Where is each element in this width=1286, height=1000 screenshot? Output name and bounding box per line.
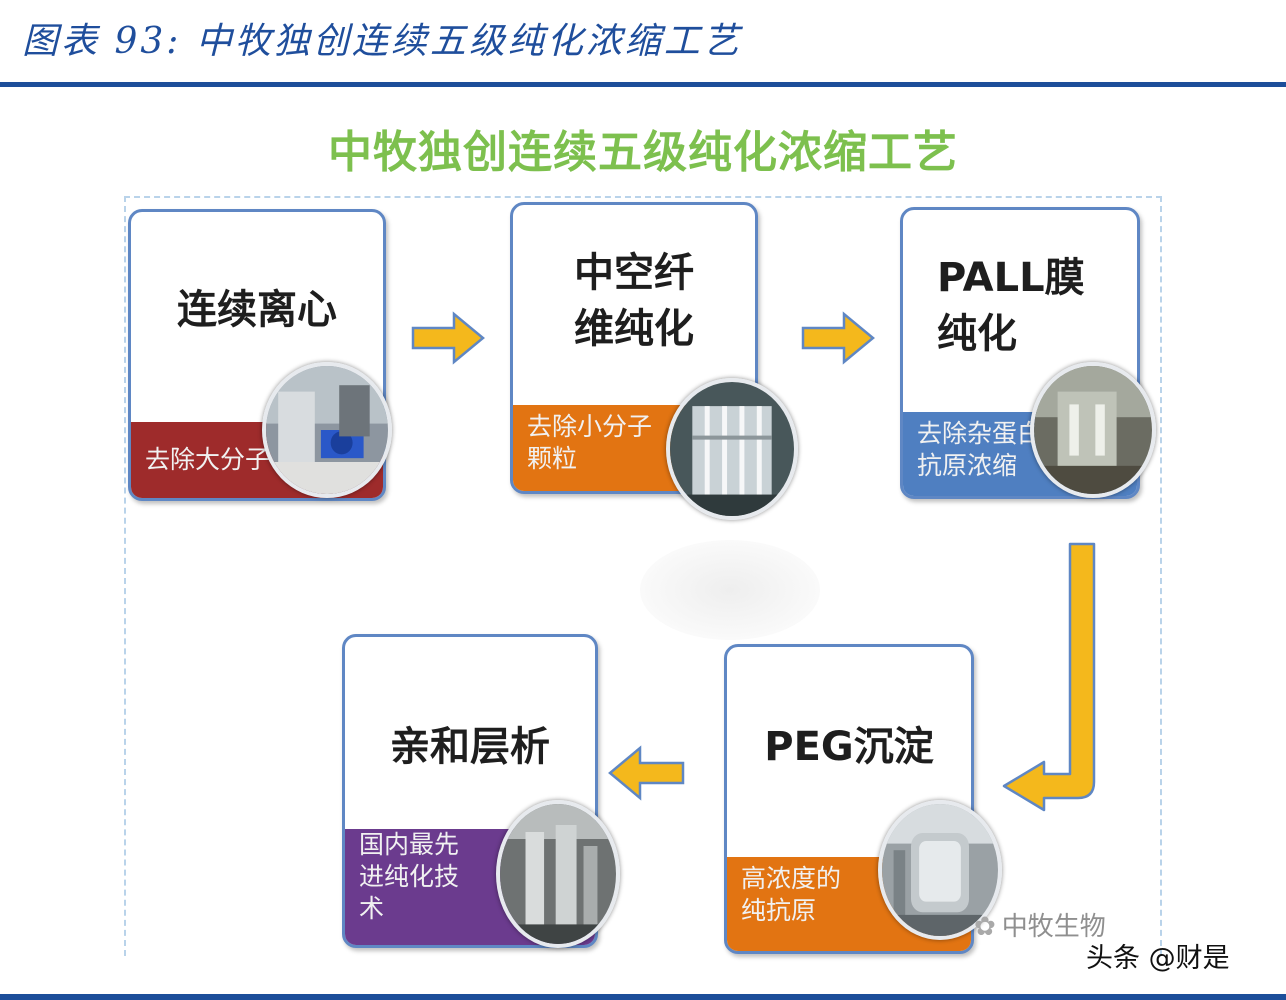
arrow-right-icon: [410, 311, 486, 365]
hollow-fiber-photo: [666, 378, 798, 520]
watermark-logo: ✿中牧生物: [974, 906, 1106, 943]
step-title: PALL膜 纯化: [937, 255, 1085, 357]
diagram-frame: [124, 196, 1162, 956]
footer-divider: [0, 994, 1286, 1000]
diagram-title: 中牧独创连续五级纯化浓缩工艺: [328, 127, 958, 178]
peg-precipitation-photo: [878, 800, 1002, 940]
arrow-down-left-icon: [998, 538, 1106, 814]
step-title: PEG沉淀: [764, 724, 934, 770]
figure-header: 图表 93: 中牧独创连续五级纯化浓缩工艺: [0, 0, 1286, 90]
centrifuge-photo: [262, 362, 392, 498]
watermark-source: 头条 @财是: [1086, 943, 1230, 974]
background-glow: [640, 540, 820, 640]
watermark-logo-text: 中牧生物: [1001, 912, 1106, 942]
pall-membrane-photo: [1030, 362, 1156, 498]
step-title: 亲和层析: [390, 724, 550, 770]
header-divider: [0, 82, 1286, 87]
arrow-right-icon: [800, 311, 876, 365]
affinity-chromatography-photo: [496, 800, 620, 948]
logo-mark-icon: ✿: [974, 912, 996, 942]
figure-title: 图表 93: 中牧独创连续五级纯化浓缩工艺: [22, 21, 742, 62]
arrow-left-icon: [606, 744, 686, 802]
step-title: 连续离心: [177, 287, 337, 333]
step-title: 中空纤 维纯化: [574, 250, 694, 352]
